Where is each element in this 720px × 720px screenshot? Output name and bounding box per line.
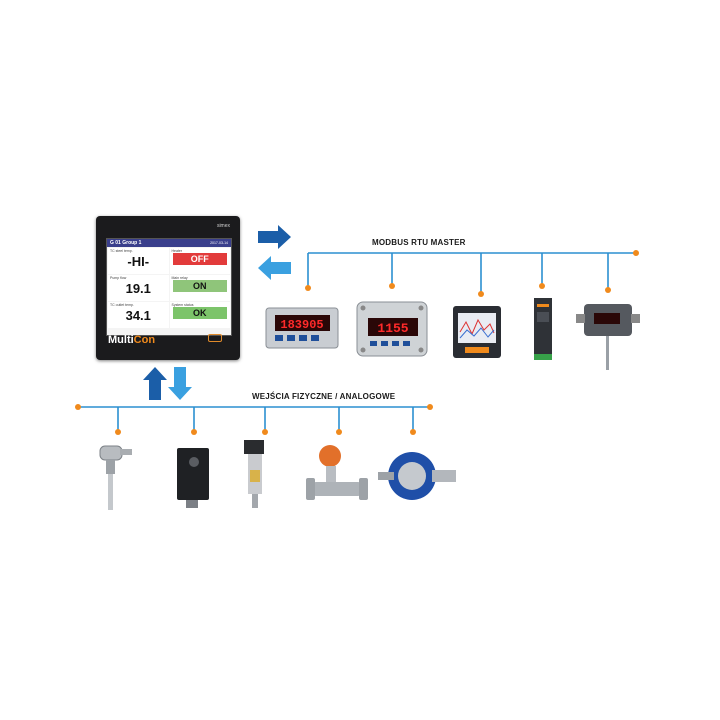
screen-cell: Main relay ON [169,275,230,301]
thermocouple-icon [99,445,132,510]
inputs-label: WEJŚCIA FIZYCZNE / ANALOGOWE [252,392,396,401]
device-screen: G 01 Group 1 2017-03-14 TC steel temp. -… [106,238,232,336]
housing-meter-icon [356,301,428,357]
logo-con: Con [133,334,156,346]
cell-value: 34.1 [125,308,151,323]
cell-status: ON [172,280,227,292]
screen-date: 2017-03-14 [210,241,228,245]
cell-caption: Heater [171,249,183,253]
modbus-endpoints [305,250,639,297]
cell-caption: TC steel temp. [110,249,133,253]
cell-status: OFF [172,253,227,265]
recorder-icon [453,306,501,358]
housing-meter-readout: 1155 [377,321,408,336]
screen-group: G 01 Group 1 [110,240,142,246]
screen-grid: TC steel temp. -HI- Heater OFF Pump flow… [107,247,231,329]
panel-meter-icon [265,307,339,349]
screen-cell: Heater OFF [169,248,230,274]
cell-status: OK [172,307,227,319]
cell-value: 19.1 [125,281,151,296]
brand-label: simex [216,223,230,229]
cell-caption: System status [171,303,194,307]
modbus-bus [307,252,636,294]
din-module-icon [534,298,552,360]
multicon-logo: MultiCon [108,334,155,346]
screen-cell: TC steel temp. -HI- [108,248,169,274]
modbus-label: MODBUS RTU MASTER [372,238,466,247]
logo-multi: Multi [108,334,134,346]
multicon-device: simex G 01 Group 1 2017-03-14 TC steel t… [96,216,240,360]
pressure-sensor-icon [244,440,264,508]
screen-header: G 01 Group 1 2017-03-14 [107,239,231,247]
arrow-right-icon [258,225,291,249]
usb-slot-icon [208,334,222,342]
screen-cell: Pump flow 19.1 [108,275,169,301]
screen-cell: System status OK [169,302,230,328]
encoder-icon [378,452,456,500]
flow-meter-icon [306,445,368,500]
arrow-left-icon [258,256,291,280]
arrow-up-icon [143,367,167,400]
inputs-bus [78,406,430,432]
cell-caption: Main relay [171,276,188,280]
transmitter-icon [576,304,640,370]
photo-sensor-icon [177,448,209,508]
arrow-down-icon [168,367,192,400]
cell-value: -HI- [127,254,150,269]
panel-meter-readout: 183905 [280,318,323,332]
screen-cell: TC outlet temp. 34.1 [108,302,169,328]
cell-caption: TC outlet temp. [110,303,134,307]
cell-caption: Pump flow [110,276,127,280]
inputs-endpoints [75,404,433,435]
